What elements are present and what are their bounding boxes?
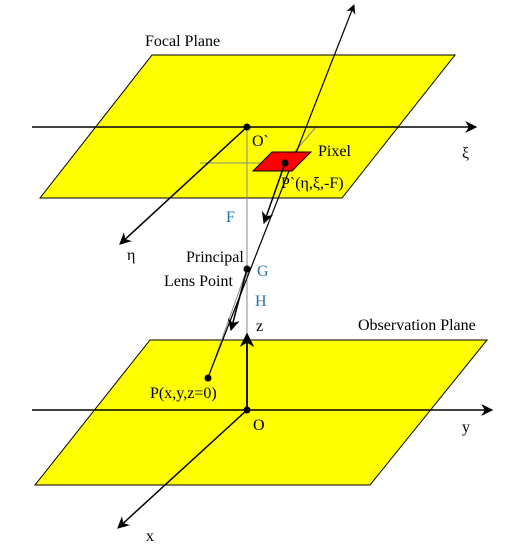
origin-label: O	[253, 417, 265, 434]
eta-axis	[119, 126, 248, 245]
z-axis-label: z	[256, 318, 263, 335]
focal-length-label: F	[226, 209, 235, 226]
height-label: H	[255, 293, 267, 310]
observation-plane-label: Observation Plane	[358, 317, 476, 334]
pixel-point-label: P`(η,ξ,-F)	[281, 175, 344, 192]
focal-origin-point	[243, 123, 251, 131]
focal-plane-label: Focal Plane	[145, 33, 220, 50]
xi-axis-label: ξ	[462, 145, 469, 162]
ray-lens-to-observation	[227, 268, 248, 332]
ground-point-label: P(x,y,z=0)	[150, 385, 217, 402]
origin-point	[243, 406, 251, 414]
observation-plane	[33, 339, 489, 486]
principal-label: Principal	[186, 249, 244, 266]
lens-point-label: Lens Point	[164, 273, 233, 290]
x-axis-label: x	[146, 528, 154, 545]
lens-point	[243, 265, 251, 273]
y-axis-label: y	[462, 419, 470, 436]
pixel-point	[281, 159, 289, 167]
focal-origin-label: O`	[252, 133, 269, 150]
projection-ray-line	[206, 4, 356, 381]
eta-axis-label: η	[127, 247, 135, 264]
pixel-label: Pixel	[318, 143, 351, 160]
ray-pixel-to-lens	[261, 162, 286, 225]
lens-point-letter-label: G	[257, 263, 269, 280]
ground-point	[204, 374, 212, 382]
x-axis	[117, 409, 248, 529]
